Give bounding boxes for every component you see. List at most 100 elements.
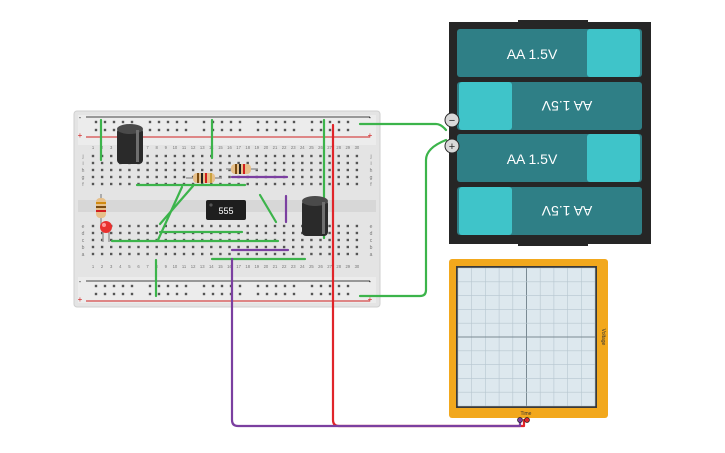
column-number: 6: [137, 264, 140, 269]
battery-terminal-minus: [444, 112, 460, 128]
column-number: 24: [300, 145, 305, 150]
column-number: 9: [165, 264, 168, 269]
column-number: 1: [92, 145, 95, 150]
column-number: 28: [336, 264, 341, 269]
column-number: 28: [336, 145, 341, 150]
battery-cell-label: AA 1.5V: [541, 98, 592, 114]
column-number: 19: [254, 145, 259, 150]
external-wires[interactable]: [230, 122, 526, 428]
column-number: 30: [355, 264, 360, 269]
oscilloscope[interactable]: Time Voltage: [449, 259, 608, 423]
row-letter: i: [82, 161, 83, 167]
row-letter: f: [82, 182, 84, 188]
row-letter: f: [370, 182, 372, 188]
column-number: 22: [282, 264, 287, 269]
column-number: 3: [110, 145, 113, 150]
wire-purple-scope: [230, 257, 522, 428]
column-number: 4: [119, 264, 122, 269]
battery-cell[interactable]: AA 1.5V: [457, 29, 642, 77]
rail-sign-label: -: [79, 277, 82, 286]
electrolytic-capacitor-left[interactable]: [117, 124, 143, 164]
scope-probe-red: [524, 417, 530, 423]
rail-sign-label: -: [79, 113, 82, 122]
column-number: 15: [218, 264, 223, 269]
column-number: 12: [191, 145, 196, 150]
wire-green-5: [158, 184, 195, 226]
rail-sign-label: +: [368, 131, 373, 140]
column-number: 2: [101, 145, 104, 150]
column-number: 3: [110, 264, 113, 269]
rail-sign-label: +: [78, 131, 83, 140]
column-number: 13: [200, 145, 205, 150]
column-number: 21: [273, 145, 278, 150]
column-number: 18: [245, 145, 250, 150]
column-number: 29: [345, 264, 350, 269]
row-letter: a: [370, 252, 373, 258]
battery-cell[interactable]: AA 1.5V: [457, 134, 642, 182]
resistor-3[interactable]: [96, 194, 106, 226]
column-number: 25: [309, 264, 314, 269]
row-letter: c: [370, 238, 373, 244]
column-number: 1: [92, 264, 95, 269]
column-number: 5: [128, 264, 131, 269]
row-letter: h: [370, 168, 373, 174]
column-number: 23: [291, 264, 296, 269]
battery-pack[interactable]: AA 1.5V AA 1.5V AA 1.5V AA 1.5V − +: [444, 20, 651, 246]
column-number: 29: [345, 145, 350, 150]
svg-text:+: +: [449, 141, 455, 153]
rail-sign-label: +: [368, 295, 373, 304]
row-letter: g: [370, 175, 373, 181]
row-letter: c: [82, 238, 85, 244]
row-letter: e: [82, 224, 85, 230]
row-letter: a: [82, 252, 85, 258]
oscilloscope-grid: [457, 267, 596, 407]
column-number: 20: [264, 264, 269, 269]
column-number: 30: [355, 145, 360, 150]
row-letter: d: [370, 231, 373, 237]
column-number: 26: [318, 145, 323, 150]
oscilloscope-voltage-label: Voltage: [600, 329, 606, 346]
column-number: 8: [156, 145, 159, 150]
red-led[interactable]: [100, 221, 112, 242]
column-number: 16: [227, 145, 232, 150]
battery-cell-label: AA 1.5V: [507, 46, 558, 62]
column-number: 11: [182, 145, 187, 150]
resistor-1[interactable]: [186, 173, 222, 183]
column-number: 21: [273, 264, 278, 269]
column-number: 7: [146, 264, 149, 269]
battery-cell-label: AA 1.5V: [507, 151, 558, 167]
electrolytic-capacitor-right[interactable]: [302, 196, 328, 236]
battery-cell[interactable]: AA 1.5V: [457, 82, 642, 130]
battery-terminals[interactable]: − +: [444, 112, 460, 154]
battery-terminal-plus: [444, 138, 460, 154]
column-number: 13: [200, 264, 205, 269]
column-number: 27: [327, 145, 332, 150]
column-number: 26: [318, 264, 323, 269]
row-letter: b: [82, 245, 85, 251]
svg-text:−: −: [449, 115, 455, 127]
column-number: 10: [173, 264, 178, 269]
wire-green-battery-plus: [358, 138, 448, 298]
ic-555[interactable]: 555: [206, 200, 246, 220]
column-number: 9: [165, 145, 168, 150]
column-number: 23: [291, 145, 296, 150]
column-number: 25: [309, 145, 314, 150]
resistor-2[interactable]: [226, 164, 258, 174]
rail-sign-label: -: [369, 277, 372, 286]
battery-cell[interactable]: AA 1.5V: [457, 187, 642, 235]
oscilloscope-time-label: Time: [521, 411, 532, 417]
row-letter: g: [82, 175, 85, 181]
column-number: 17: [236, 264, 241, 269]
column-number: 16: [227, 264, 232, 269]
breadboard-holes: [91, 120, 359, 296]
rail-sign-label: -: [369, 113, 372, 122]
wire-green-battery-minus: [358, 122, 448, 132]
column-number: 17: [236, 145, 241, 150]
column-number: 11: [182, 264, 187, 269]
column-number: 27: [327, 264, 332, 269]
ic-label: 555: [218, 206, 233, 216]
column-number: 19: [254, 264, 259, 269]
row-letter: d: [82, 231, 85, 237]
rail-sign-label: +: [78, 295, 83, 304]
